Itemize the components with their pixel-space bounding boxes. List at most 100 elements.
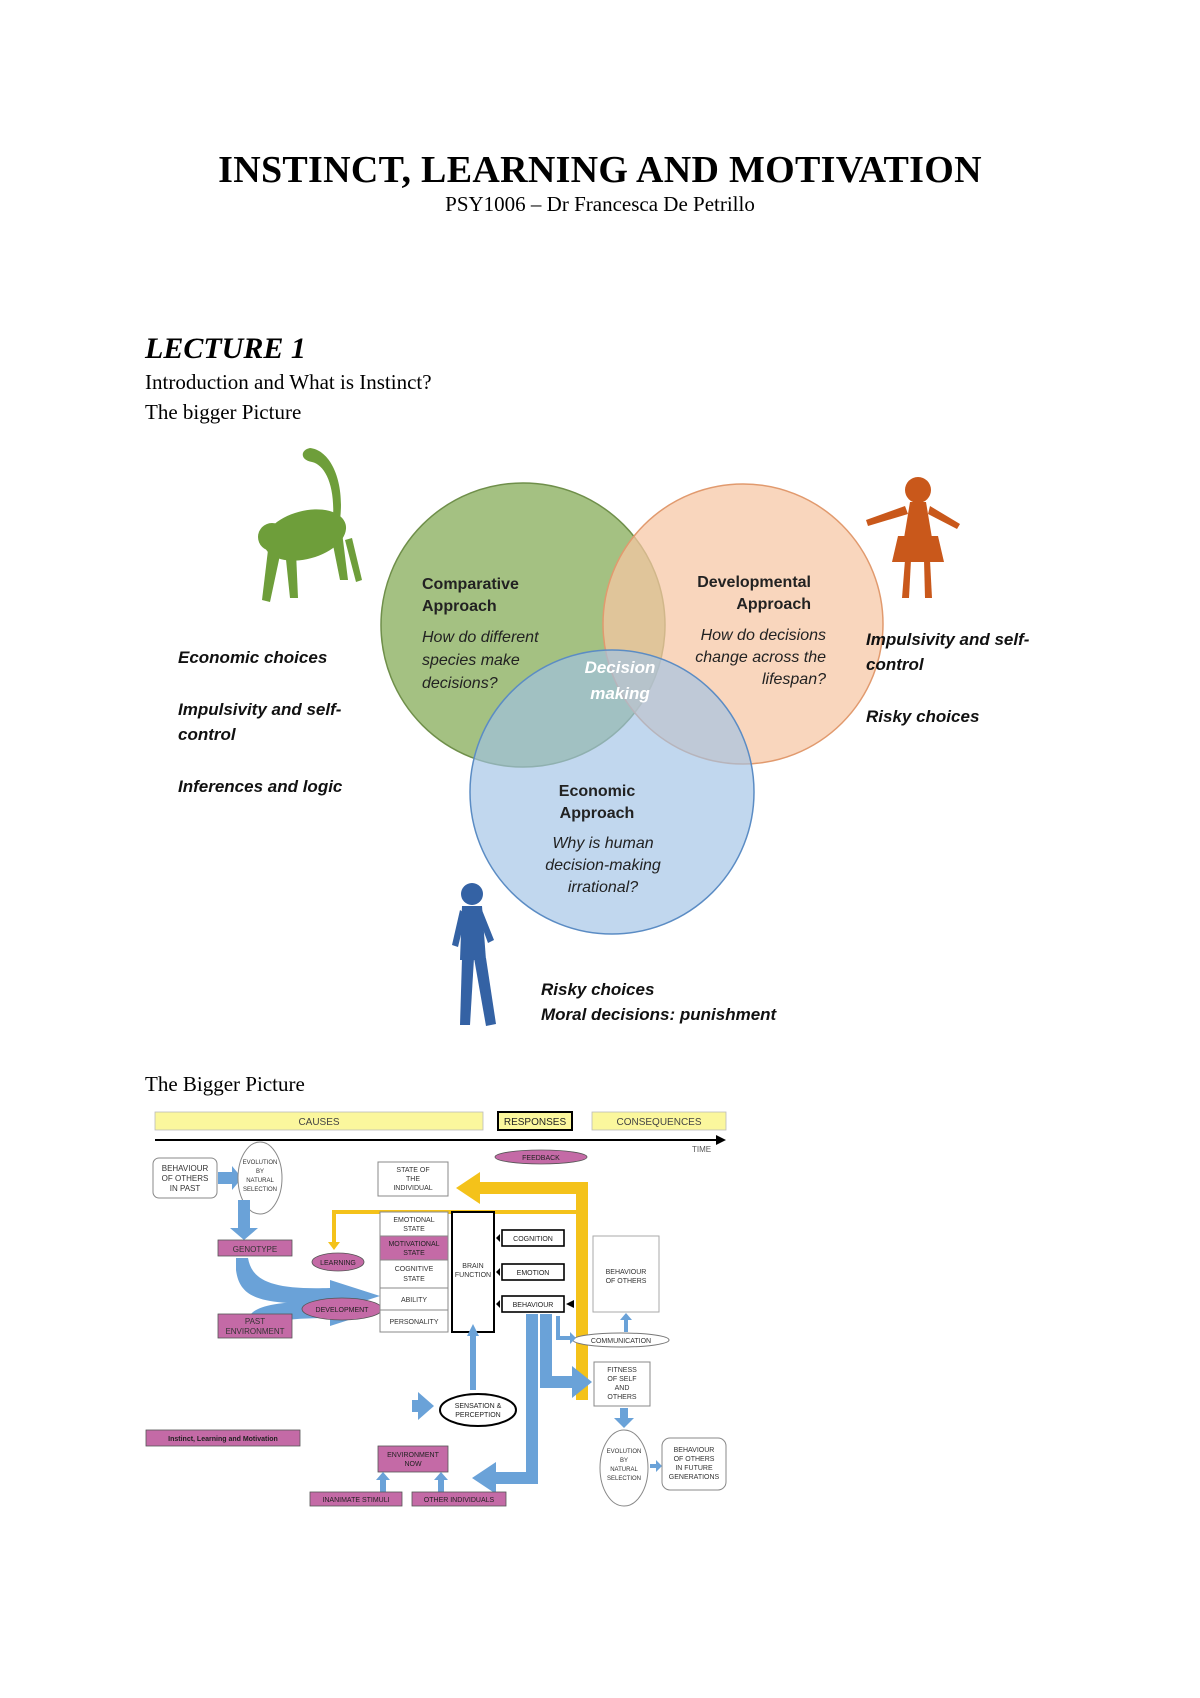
developmental-question-1: How do decisions: [701, 627, 826, 644]
document-title: INSTINCT, LEARNING AND MOTIVATION: [218, 149, 982, 191]
right-topic-risky: Risky choices: [866, 707, 979, 726]
developmental-question-2: change across the: [695, 649, 826, 666]
state-individual-text-3: INDIVIDUAL: [393, 1185, 432, 1192]
economic-question-2: decision-making: [545, 857, 661, 874]
diagram-label-box: [145, 1429, 301, 1447]
economic-title-2: Approach: [560, 805, 635, 822]
behaviour-others-box: [592, 1235, 660, 1313]
environment-now-text: ENVIRONMENT: [387, 1452, 439, 1459]
developmental-title-2: Approach: [736, 596, 811, 613]
evolution-ellipse: [237, 1141, 283, 1215]
center-label: Decision: [585, 658, 656, 677]
fitness-text-3: AND: [615, 1385, 630, 1392]
comparative-title: Comparative: [422, 576, 519, 593]
sensation-perception-text: SENSATION &: [455, 1403, 502, 1410]
monkey-silhouette-icon: [258, 448, 362, 602]
economic-title: Economic: [559, 783, 636, 800]
cognitive-state-text: COGNITIVE: [395, 1266, 434, 1273]
economic-question-1: Why is human: [552, 835, 653, 852]
flow-diagram: CAUSES RESPONSES CONSEQUENCES TIME BEHAV…: [145, 1111, 727, 1507]
evolution-future-text-2: BY: [620, 1458, 628, 1464]
center-label-2: making: [590, 684, 650, 703]
brain-function-text: BRAIN: [462, 1263, 483, 1270]
past-environment-text-2: ENVIRONMENT: [225, 1327, 284, 1336]
fitness-text-2: OF SELF: [607, 1376, 636, 1383]
learning-ellipse: [311, 1252, 365, 1272]
section-heading: The Bigger Picture: [145, 1072, 305, 1096]
state-individual-box: [377, 1161, 449, 1197]
diagram-label-text: Instinct, Learning and Motivation: [168, 1436, 278, 1443]
comparative-title-2: Approach: [422, 598, 497, 615]
behaviour-others-text-2: OF OTHERS: [606, 1278, 647, 1285]
emotional-state-text-2: STATE: [403, 1226, 425, 1233]
evolution-text-3: NATURAL: [246, 1178, 274, 1184]
development-text: DEVELOPMENT: [316, 1307, 370, 1314]
responses-label: RESPONSES: [504, 1117, 567, 1128]
economic-question-3: irrational?: [568, 879, 638, 896]
brain-function-text-2: FUNCTION: [455, 1272, 491, 1279]
lecture-subheading: The bigger Picture: [145, 400, 302, 424]
future-generations-box: [661, 1437, 727, 1491]
left-topic-impulsivity: Impulsivity and self-: [178, 700, 342, 719]
document-subtitle: PSY1006 – Dr Francesca De Petrillo: [445, 192, 755, 216]
lecture-intro-line: Introduction and What is Instinct?: [145, 370, 432, 394]
environment-now-box: [377, 1445, 449, 1473]
evolution-text-2: BY: [256, 1169, 264, 1175]
state-individual-text-2: THE: [406, 1176, 420, 1183]
evolution-future-ellipse: [599, 1429, 649, 1507]
future-generations-text-4: GENERATIONS: [669, 1474, 720, 1481]
other-individuals-text: OTHER INDIVIDUALS: [424, 1497, 495, 1504]
feedback-text: FEEDBACK: [522, 1155, 560, 1162]
left-topic-impulsivity-2: control: [178, 725, 237, 744]
behaviour-text: BEHAVIOUR: [513, 1302, 554, 1309]
behaviour-past-text: BEHAVIOUR: [162, 1164, 209, 1173]
other-individuals-box: [411, 1491, 507, 1507]
emotion-text: EMOTION: [517, 1270, 550, 1277]
causes-label: CAUSES: [298, 1117, 339, 1128]
comparative-question-3: decisions?: [422, 675, 498, 692]
left-topic-inferences: Inferences and logic: [178, 777, 343, 796]
consequences-band: [591, 1111, 727, 1131]
developmental-question-3: lifespan?: [762, 671, 826, 688]
fitness-box: [593, 1361, 651, 1407]
responses-band: [497, 1111, 573, 1131]
evolution-future-text: EVOLUTION: [607, 1449, 642, 1455]
ability-text: ABILITY: [401, 1297, 427, 1304]
state-column: EMOTIONAL STATE MOTIVATIONAL STATE COGNI…: [379, 1211, 449, 1333]
right-topic-impulsivity: Impulsivity and self-: [866, 630, 1030, 649]
environment-now-text-2: NOW: [404, 1461, 422, 1468]
cognition-text: COGNITION: [513, 1236, 553, 1243]
lecture-heading: LECTURE 1: [145, 332, 306, 365]
personality-text: PERSONALITY: [389, 1319, 438, 1326]
child-silhouette-icon: [866, 477, 960, 598]
evolution-text-4: SELECTION: [243, 1187, 277, 1193]
comparative-question-1: How do different: [422, 629, 539, 646]
right-topic-impulsivity-2: control: [866, 655, 925, 674]
behaviour-past-text-2: OF OTHERS: [162, 1174, 209, 1183]
fitness-text-4: OTHERS: [607, 1394, 637, 1401]
sensation-perception-text-2: PERCEPTION: [455, 1412, 501, 1419]
behaviour-others-text: BEHAVIOUR: [606, 1269, 647, 1276]
developmental-title: Developmental: [697, 574, 811, 591]
genotype-text: GENOTYPE: [233, 1245, 277, 1254]
future-generations-text-2: OF OTHERS: [674, 1456, 715, 1463]
behaviour-box: [501, 1295, 565, 1313]
motivational-state-text: MOTIVATIONAL: [388, 1241, 439, 1248]
time-label: TIME: [692, 1145, 711, 1154]
emotion-box: [501, 1263, 565, 1281]
causes-band: [154, 1111, 484, 1131]
motivational-state-text-2: STATE: [403, 1250, 425, 1257]
state-individual-text: STATE OF: [396, 1167, 429, 1174]
emotional-state-text: EMOTIONAL: [393, 1217, 434, 1224]
learning-text: LEARNING: [320, 1260, 356, 1267]
future-generations-text-3: IN FUTURE: [675, 1465, 713, 1472]
consequences-label: CONSEQUENCES: [616, 1117, 701, 1128]
evolution-future-text-4: SELECTION: [607, 1476, 641, 1482]
walking-person-silhouette-icon: [452, 883, 496, 1026]
inanimate-stimuli-text: INANIMATE STIMULI: [322, 1497, 389, 1504]
cognitive-state-text-2: STATE: [403, 1276, 425, 1283]
inanimate-stimuli-box: [309, 1491, 403, 1507]
bottom-topic-moral: Moral decisions: punishment: [541, 1005, 778, 1024]
behaviour-past-text-3: IN PAST: [170, 1184, 201, 1193]
future-generations-text: BEHAVIOUR: [674, 1447, 715, 1454]
